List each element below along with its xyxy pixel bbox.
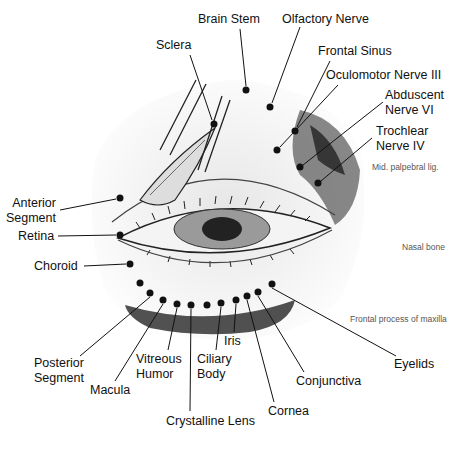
part-label: Iris bbox=[224, 334, 241, 349]
part-label: Mid. palpebral lig. bbox=[372, 162, 439, 172]
part-label: Choroid bbox=[34, 259, 78, 274]
part-label: Oculomotor Nerve III bbox=[326, 68, 441, 83]
part-label: Anterior Segment bbox=[2, 196, 56, 226]
part-label: Posterior Segment bbox=[20, 356, 84, 386]
part-label: Abduscent Nerve VI bbox=[385, 88, 455, 118]
part-label: Eyelids bbox=[394, 357, 434, 372]
part-label: Nasal bone bbox=[402, 242, 445, 252]
part-label: Crystalline Lens bbox=[166, 414, 255, 429]
part-label: Retina bbox=[18, 229, 54, 244]
part-label: Frontal process of maxilla bbox=[350, 314, 447, 324]
part-label: Frontal Sinus bbox=[318, 44, 392, 59]
part-label: Olfactory Nerve bbox=[282, 12, 369, 27]
part-label: Cornea bbox=[268, 404, 309, 419]
part-label: Vitreous Humor bbox=[136, 352, 188, 382]
part-label: Ciliary Body bbox=[197, 352, 243, 382]
part-label: Conjunctiva bbox=[296, 374, 361, 389]
part-label: Sclera bbox=[156, 38, 191, 53]
part-label: Brain Stem bbox=[198, 12, 260, 27]
part-label: Trochlear Nerve IV bbox=[376, 124, 446, 154]
part-label: Macula bbox=[90, 383, 130, 398]
